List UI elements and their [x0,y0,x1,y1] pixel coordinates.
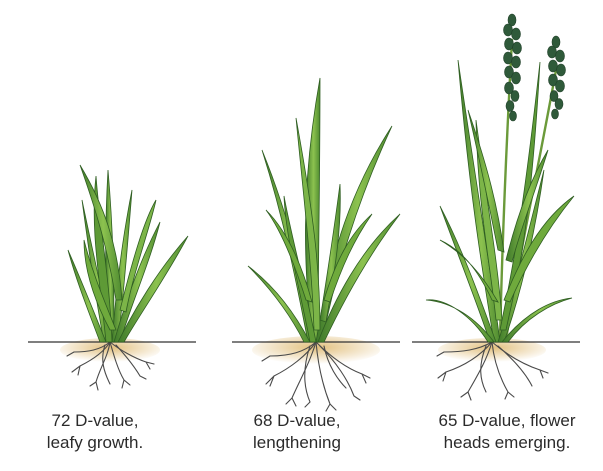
leaves-plant-3 [426,60,574,342]
leaves-plant-2 [248,78,400,342]
caption-stage-3: 65 D-value, flower heads emerging. [412,410,602,454]
leaves-plant-1 [68,165,188,342]
caption-stage-1-line-2: leafy growth. [0,432,190,454]
caption-stage-2-line-1: 68 D-value, [202,410,392,432]
roots-plant-2 [252,336,380,411]
caption-stage-1-line-1: 72 D-value, [0,410,190,432]
caption-stage-1: 72 D-value, leafy growth. [0,410,190,454]
caption-stage-2: 68 D-value, lengthening [202,410,392,454]
caption-stage-3-line-2: heads emerging. [412,432,602,454]
plant-lengthening [232,78,400,411]
roots-plant-1 [60,338,160,390]
plant-leafy-growth [28,165,196,390]
caption-stage-3-line-1: 65 D-value, flower [412,410,602,432]
flower-head-left [504,14,522,121]
caption-stage-2-line-2: lengthening [202,432,392,454]
plant-flower-heads-emerging [412,14,580,400]
roots-plant-3 [437,338,548,400]
